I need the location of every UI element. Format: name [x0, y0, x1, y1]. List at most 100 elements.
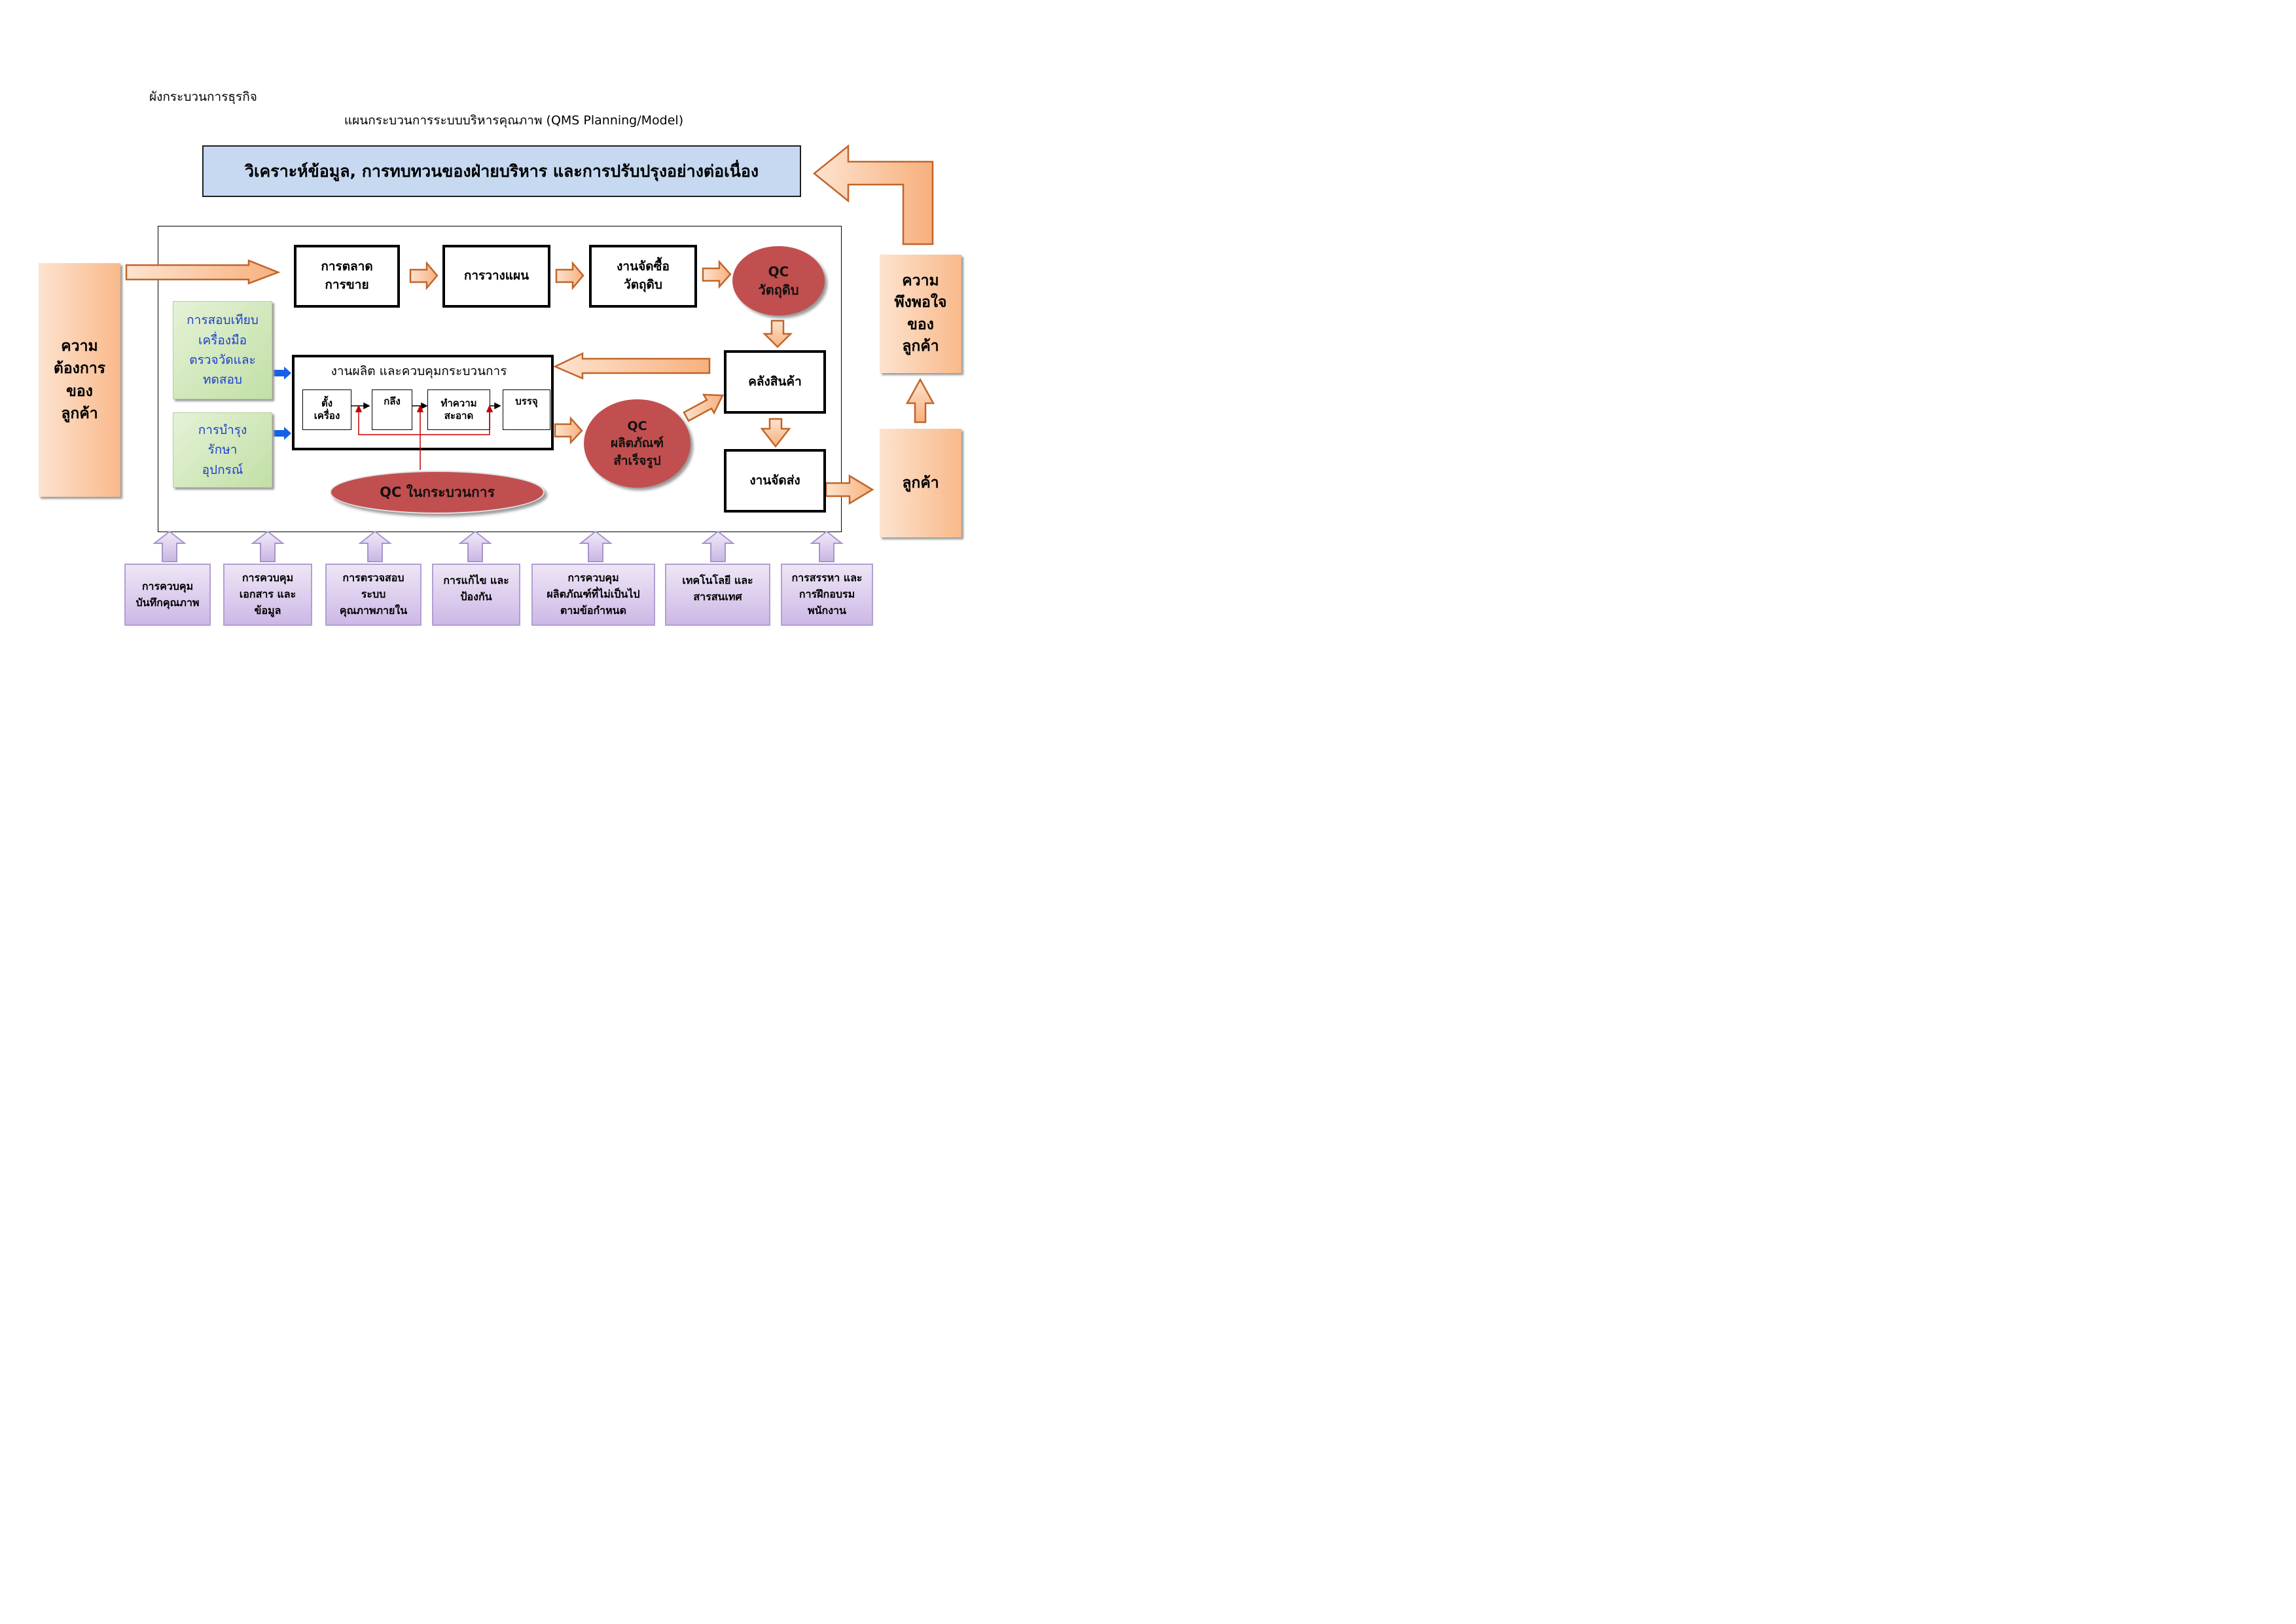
arrow-left-icon [552, 352, 711, 380]
step-setup-line: ตั้ง [321, 397, 333, 409]
qc-in-process-ellipse: QC ในกระบวนการ [330, 471, 545, 514]
recruitment-training-box: การสรรหา และ การฝึกอบรม พนักงาน [781, 564, 873, 626]
document-control-line: เอกสาร และ [239, 588, 296, 601]
internal-audit-line: คุณภาพภายใน [339, 604, 408, 617]
qc-feedback-lines [355, 405, 493, 470]
page-title: แผนกระบวนการระบบบริหารคุณภาพ (QMS Planni… [344, 113, 684, 128]
corrective-action-line: การแก้ไข และ [443, 574, 509, 586]
arrow-up-icon [458, 530, 492, 562]
calibration-line: การสอบเทียบ [187, 313, 259, 328]
step-packing-label: บรรจุ [515, 395, 538, 407]
purchasing-box: งานจัดซื้อ วัตถุดิบ [589, 245, 697, 308]
qc-in-process-label: QC ในกระบวนการ [380, 484, 495, 500]
elbow-arrow-icon [813, 144, 934, 245]
qc-finished-goods-ellipse: QC ผลิตภัณฑ์ สำเร็จรูป [584, 399, 691, 488]
calibration-line: ทดสอบ [203, 372, 242, 388]
qc-raw-line: QC [768, 264, 789, 280]
calibration-line: เครื่องมือ [198, 333, 247, 348]
recruitment-line: การฝึกอบรม [798, 588, 855, 601]
arrow-down-icon [760, 418, 791, 448]
management-review-label: วิเคราะห์ข้อมูล, การทบทวนของฝ่ายบริหาร แ… [244, 161, 759, 181]
qc-finished-line: ผลิตภัณฑ์ [610, 436, 664, 451]
requirements-line: ลูกค้า [61, 405, 98, 422]
delivery-label: งานจัดส่ง [749, 473, 800, 488]
maintenance-line: การบำรุง [198, 422, 247, 437]
nonconforming-line: ตามข้อกำหนด [560, 604, 626, 617]
page-caption: ผังกระบวนการธุรกิจ [149, 90, 257, 104]
production-connectors [351, 402, 501, 470]
delivery-box: งานจัดส่ง [724, 449, 826, 513]
arrow-up-icon [701, 530, 735, 562]
planning-label: การวางแผน [463, 268, 529, 283]
marketing-line: การตลาด [321, 259, 373, 274]
customer-box: ลูกค้า [880, 429, 961, 537]
qc-raw-line: วัตถุดิบ [758, 282, 799, 298]
arrow-right-icon [702, 259, 732, 289]
nonconforming-line: ผลิตภัณฑ์ที่ไม่เป็นไป [547, 588, 640, 601]
qc-raw-material-ellipse: QC วัตถุดิบ [732, 246, 825, 316]
corrective-action-line: ป้องกัน [460, 590, 492, 603]
customer-label: ลูกค้า [902, 475, 939, 492]
nonconforming-line: การควบคุม [567, 571, 619, 585]
satisfaction-line: ความ [902, 272, 939, 289]
document-control-line: การควบคุม [242, 571, 294, 585]
requirements-line: ความ [61, 337, 98, 355]
document-control-box: การควบคุม เอกสาร และ ข้อมูล [223, 564, 312, 626]
nonconforming-product-box: การควบคุม ผลิตภัณฑ์ที่ไม่เป็นไป ตามข้อกำ… [531, 564, 655, 626]
arrow-up-icon [358, 530, 392, 562]
recruitment-line: การสรรหา และ [791, 571, 863, 585]
corrective-action-box: การแก้ไข และ ป้องกัน [432, 564, 520, 626]
arrow-right-icon [125, 259, 281, 285]
warehouse-box: คลังสินค้า [724, 350, 826, 414]
arrows-layer [125, 144, 935, 562]
marketing-line: การขาย [325, 278, 369, 292]
step-cleaning-line: สะอาด [444, 410, 474, 422]
technology-line: สารสนเทศ [693, 590, 742, 603]
technology-box: เทคโนโลยี และ สารสนเทศ [665, 564, 770, 626]
purchasing-line: วัตถุดิบ [624, 278, 662, 292]
arrow-right-icon [554, 416, 583, 445]
satisfaction-line: ของ [907, 316, 934, 333]
step-packing: บรรจุ [503, 389, 550, 430]
arrow-right-icon [825, 474, 874, 505]
customer-satisfaction-box: ความ พึงพอใจ ของ ลูกค้า [880, 255, 961, 373]
arrow-diagonal-icon [683, 393, 724, 422]
satisfaction-line: พึงพอใจ [894, 294, 947, 312]
arrow-up-icon [152, 530, 187, 562]
document-control-line: ข้อมูล [254, 604, 281, 617]
internal-audit-line: ระบบ [361, 588, 386, 601]
step-setup: ตั้ง เครื่อง [302, 389, 351, 430]
technology-line: เทคโนโลยี และ [682, 574, 753, 586]
arrow-up-icon [810, 530, 844, 562]
arrow-up-icon [905, 378, 935, 424]
support-up-arrows [152, 530, 844, 562]
arrow-down-icon [762, 319, 793, 348]
qc-finished-line: QC [627, 418, 647, 433]
step-cleaning: ทำความ สะอาด [427, 389, 490, 430]
record-control-line: บันทึกคุณภาพ [135, 596, 200, 609]
management-review-box: วิเคราะห์ข้อมูล, การทบทวนของฝ่ายบริหาร แ… [202, 145, 801, 197]
qc-finished-line: สำเร็จรูป [613, 453, 661, 468]
planning-box: การวางแผน [442, 245, 550, 308]
arrow-up-icon [251, 530, 285, 562]
step-turning: กลึง [372, 389, 412, 430]
internal-audit-box: การตรวจสอบ ระบบ คุณภาพภายใน [325, 564, 422, 626]
step-setup-line: เครื่อง [314, 410, 340, 422]
marketing-sales-box: การตลาด การขาย [294, 245, 400, 308]
maintenance-line: รักษา [207, 442, 238, 458]
record-control-line: การควบคุม [141, 579, 194, 592]
calibration-line: ตรวจวัดและ [189, 353, 256, 367]
arrow-right-icon [274, 367, 291, 380]
arrow-right-icon [274, 427, 291, 440]
record-control-box: การควบคุม บันทึกคุณภาพ [124, 564, 211, 626]
internal-audit-line: การตรวจสอบ [342, 571, 404, 585]
satisfaction-line: ลูกค้า [902, 337, 939, 355]
step-turning-label: กลึง [384, 395, 401, 407]
arrow-right-icon [409, 261, 439, 291]
arrow-right-icon [555, 261, 584, 291]
maintenance-box: การบำรุง รักษา อุปกรณ์ [173, 412, 272, 488]
arrow-up-icon [579, 530, 613, 562]
production-title: งานผลิต และควบคุมกระบวนการ [331, 364, 507, 378]
recruitment-line: พนักงาน [808, 604, 846, 617]
maintenance-line: อุปกรณ์ [202, 462, 243, 477]
